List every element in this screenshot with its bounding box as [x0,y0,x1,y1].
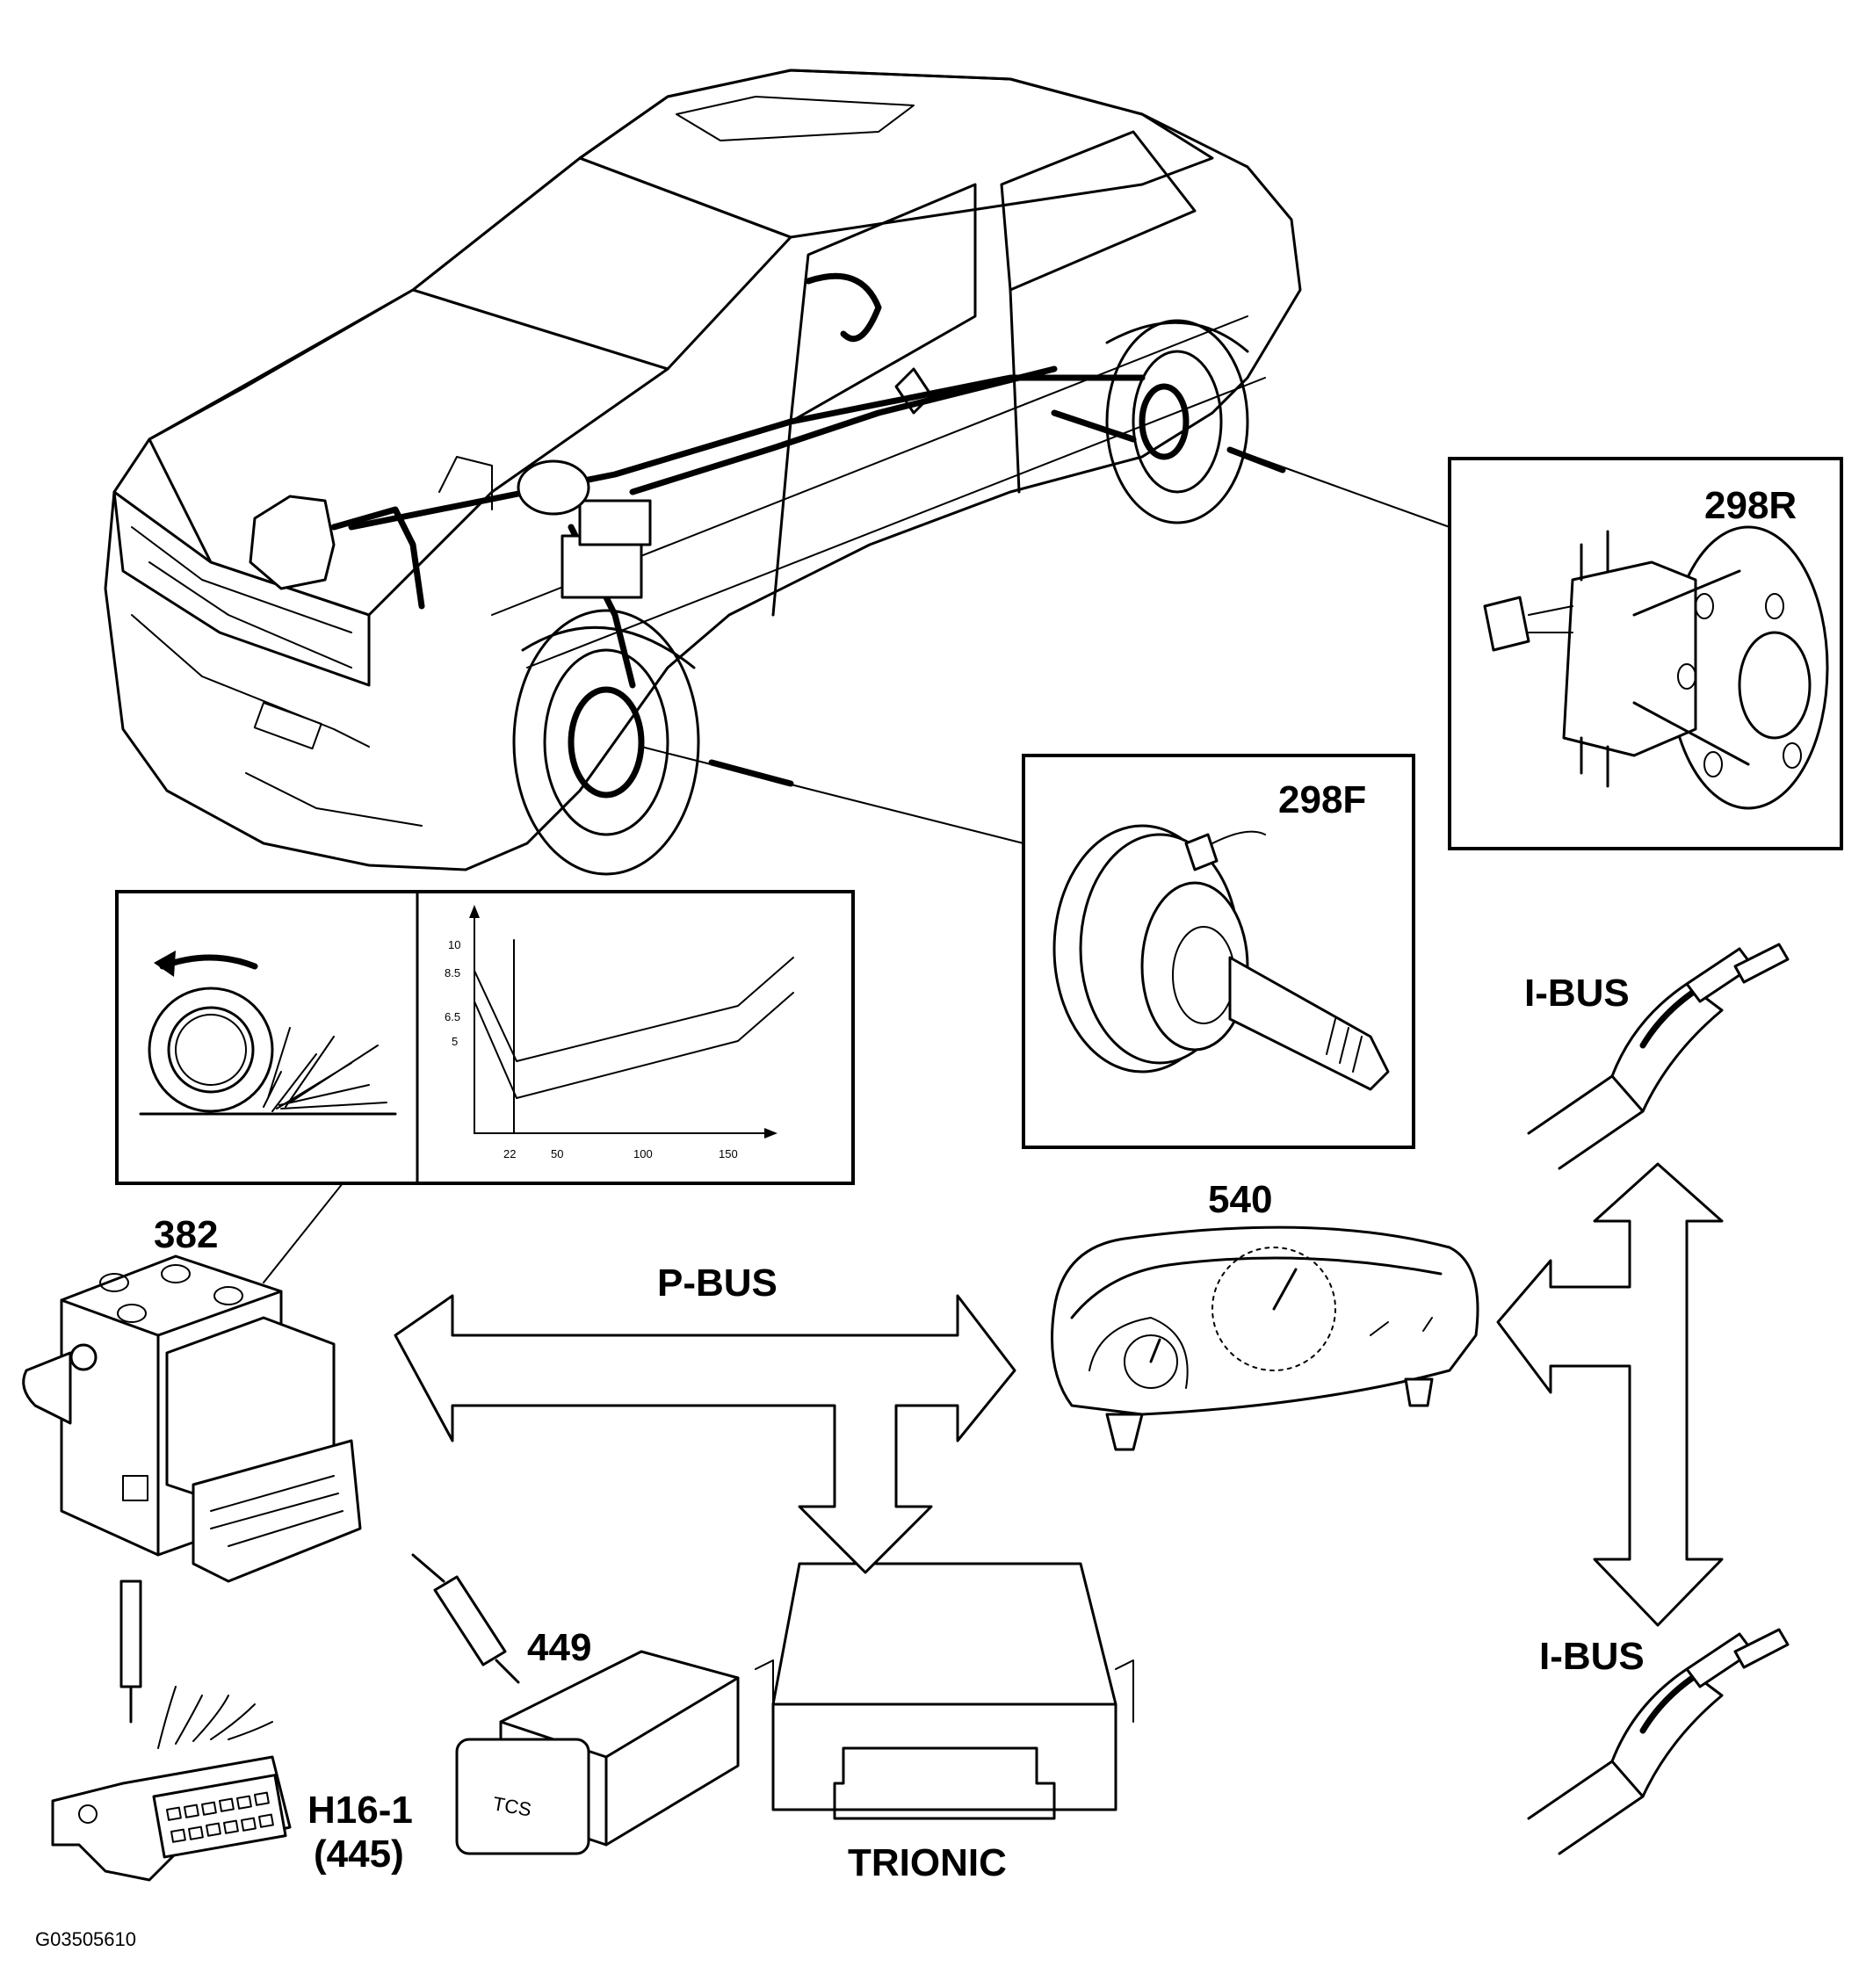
figure-code: G03505610 [35,1928,136,1950]
rear-wheel-sensor-panel: 298R [1448,457,1843,850]
y-tick-8-5: 8.5 [445,966,460,980]
graph-lower-curve [474,992,794,1099]
tcs-button [455,1738,590,1855]
slip-graph: 10 8.5 6.5 5 22 50 100 150 [445,905,794,1160]
label-449: 449 [527,1626,591,1669]
x-tick-22: 22 [503,1147,516,1160]
label-i-bus-bottom: I-BUS [1539,1635,1645,1678]
tcs-switch: 449 TCS [455,1626,740,1855]
i-bus-cable-bottom: I-BUS [1527,1628,1790,1855]
abs-pipe-port [69,1343,98,1371]
y-tick-5: 5 [452,1035,458,1048]
i-bus-cable-top: I-BUS [1524,943,1790,1170]
diagnostic-connector: H16-1 (445) [51,1686,413,1882]
front-sensor-head [1184,833,1219,871]
label-trionic: TRIONIC [848,1841,1007,1884]
traction-info-panel: 10 8.5 6.5 5 22 50 100 150 [115,890,855,1185]
label-i-bus-top: I-BUS [1524,972,1630,1015]
label-382: 382 [154,1213,218,1256]
graph-upper-curve [474,957,794,1062]
abs-diagnostic-wire [119,1580,142,1724]
label-p-bus: P-BUS [657,1261,778,1305]
front-drive-shaft [1228,956,1390,1091]
car-illustration [104,69,1302,876]
x-tick-50: 50 [551,1147,563,1160]
label-298R: 298R [1704,484,1797,527]
label-h16-1: H16-1 [307,1789,413,1832]
tcs-wire [411,1553,520,1684]
abs-control-unit: 382 [22,1213,362,1583]
trionic-ecu: TRIONIC [755,1562,1134,1884]
p-bus-arrow: P-BUS [394,1261,1016,1574]
x-tick-150: 150 [719,1147,738,1160]
label-540: 540 [1208,1178,1272,1221]
front-wheel-sensor-panel: 298F [1022,754,1415,1149]
label-445: (445) [314,1833,404,1876]
rear-sensor-connector [1483,596,1530,652]
i-bus-arrow [1496,1162,1724,1627]
instrument-cluster: 540 [1051,1178,1479,1451]
spinning-wheel-illustration [139,951,397,1116]
x-tick-100: 100 [633,1147,653,1160]
y-tick-6-5: 6.5 [445,1010,460,1023]
leader-line-298F-bold [708,759,794,787]
leader-line-298F [640,746,1024,844]
y-tick-10: 10 [448,938,460,951]
leader-line-382 [263,1182,344,1283]
leader-line-298R-bold [1226,446,1286,474]
label-298F: 298F [1278,778,1366,821]
